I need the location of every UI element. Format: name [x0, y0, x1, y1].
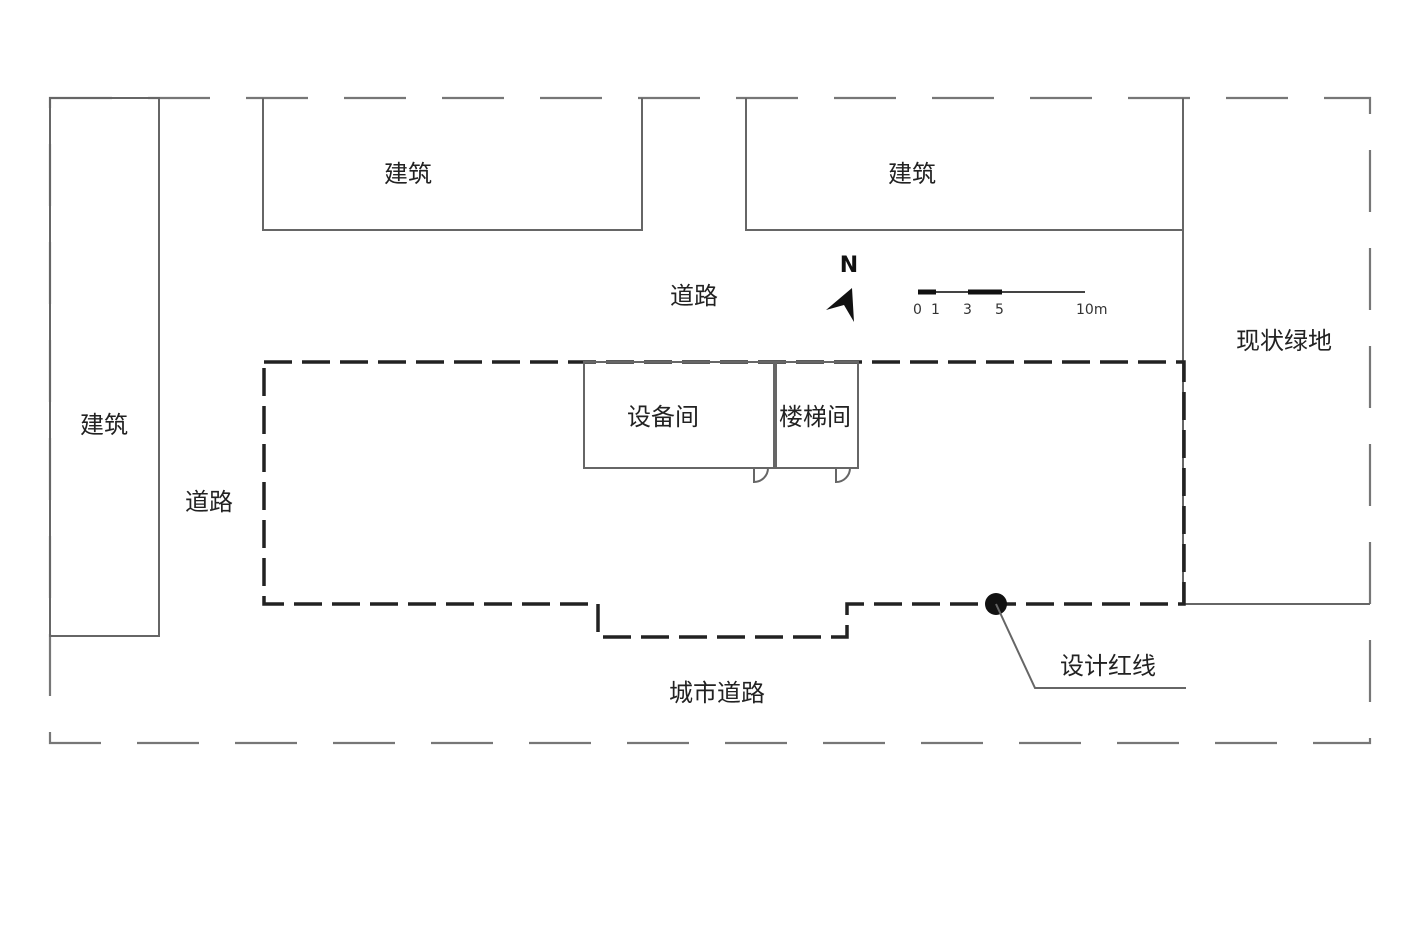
- north-label: N: [840, 253, 858, 278]
- stair-room-label: 楼梯间: [779, 403, 851, 431]
- design-red-line-boundary: [262, 360, 1186, 639]
- north-arrow-icon: [826, 288, 854, 322]
- scale-bar: 0 1 3 5 10m: [913, 289, 1107, 318]
- equipment-room-outline: [583, 361, 775, 469]
- building-top-right-label: 建筑: [888, 160, 936, 188]
- building-top-left-outline: [262, 98, 643, 231]
- equipment-room-door: [753, 467, 769, 484]
- design-red-line-label: 设计红线: [1060, 652, 1156, 680]
- scale-tick-5: 5: [995, 302, 1004, 318]
- building-top-left-label: 建筑: [384, 160, 432, 188]
- scale-tick-3: 3: [963, 302, 972, 318]
- red-line-leader: [995, 603, 1186, 689]
- stair-room-door: [835, 467, 851, 484]
- scale-tick-0: 0: [913, 302, 922, 318]
- equipment-room-label: 设备间: [627, 403, 699, 431]
- scale-tick-10m: 10m: [1076, 302, 1107, 318]
- road-left-label: 道路: [185, 488, 233, 516]
- green-space-label: 现状绿地: [1236, 327, 1332, 355]
- building-left-outline: [49, 97, 160, 637]
- building-top-right-outline: [745, 98, 1183, 231]
- scale-tick-1: 1: [931, 302, 940, 318]
- building-left-label: 建筑: [80, 411, 128, 439]
- site-boundary: [48, 96, 1372, 745]
- stair-room-outline: [775, 361, 859, 469]
- road-top-label: 道路: [670, 282, 718, 310]
- city-road-label: 城市道路: [669, 679, 765, 707]
